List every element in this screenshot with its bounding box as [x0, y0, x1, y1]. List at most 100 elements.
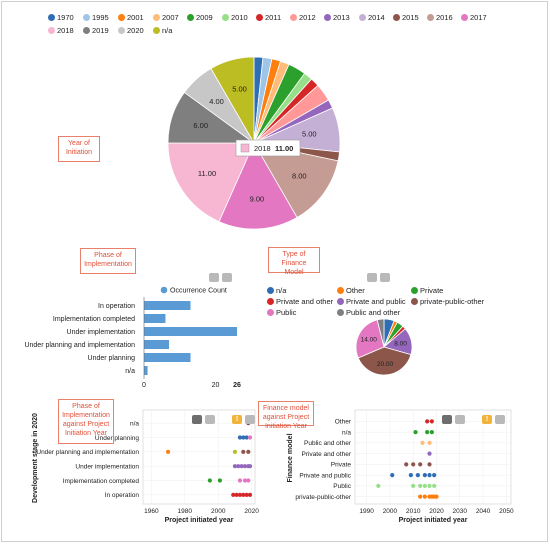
legend-year-2001[interactable]: 2001: [118, 13, 144, 22]
bar-n-a[interactable]: [144, 366, 148, 375]
scatter-point[interactable]: [418, 494, 423, 499]
legend-year-2017[interactable]: 2017: [461, 13, 487, 22]
legend-year-2010[interactable]: 2010: [222, 13, 248, 22]
scatter2-menu-icon[interactable]: [495, 415, 505, 424]
legend-finance-private-and-other[interactable]: Private and other: [267, 297, 333, 306]
scatter-point[interactable]: [390, 473, 395, 478]
legend-finance-private-and-public[interactable]: Private and public: [337, 297, 406, 306]
legend-year-2011[interactable]: 2011: [256, 13, 281, 22]
pie-slice-2018[interactable]: [167, 142, 255, 223]
scatter-point[interactable]: [234, 492, 239, 497]
legend-year-2007[interactable]: 2007: [153, 13, 179, 22]
scatter-point[interactable]: [244, 435, 249, 440]
pie-slice-2016[interactable]: [253, 142, 339, 219]
scatter-point[interactable]: [408, 473, 413, 478]
scatter-point[interactable]: [422, 473, 427, 478]
scatter1-warning-icon[interactable]: !: [232, 415, 242, 424]
bar-in-operation[interactable]: [144, 301, 191, 310]
scatter-point[interactable]: [217, 478, 222, 483]
pie-slice-public[interactable]: [355, 319, 385, 359]
scatter-point[interactable]: [241, 449, 246, 454]
scatter2-move-icon[interactable]: [442, 415, 452, 424]
legend-year-2013[interactable]: 2013: [324, 13, 350, 22]
legend-finance-public-and-other[interactable]: Public and other: [337, 308, 400, 317]
scatter-point[interactable]: [244, 492, 249, 497]
pie-slice-private-public-other[interactable]: [357, 346, 412, 376]
finance-chart-tool-icon[interactable]: [367, 273, 377, 282]
scatter-point[interactable]: [241, 492, 246, 497]
legend-finance-private-public-other[interactable]: private-public-other: [411, 297, 484, 306]
scatter-point[interactable]: [420, 440, 425, 445]
bar-chart-menu-icon[interactable]: [222, 273, 232, 282]
bar-under-planning[interactable]: [144, 353, 191, 362]
legend-year-2020[interactable]: 2020: [118, 26, 144, 35]
scatter1-menu-icon[interactable]: [245, 415, 255, 424]
legend-year-n-a[interactable]: n/a: [153, 26, 172, 35]
scatter-point[interactable]: [165, 449, 171, 454]
pie-slice-public-and-other[interactable]: [376, 318, 385, 348]
bar-under-planning-and-implementation[interactable]: [144, 340, 170, 349]
scatter-point[interactable]: [415, 473, 420, 478]
scatter-point[interactable]: [237, 478, 243, 483]
scatter-point[interactable]: [247, 464, 253, 469]
scatter-point[interactable]: [242, 464, 248, 469]
scatter-point[interactable]: [241, 435, 246, 440]
scatter-point[interactable]: [427, 483, 432, 488]
scatter-point[interactable]: [242, 478, 248, 483]
scatter-point[interactable]: [418, 462, 423, 467]
scatter-point[interactable]: [207, 478, 212, 483]
legend-year-2018[interactable]: 2018: [48, 26, 74, 35]
scatter-point[interactable]: [429, 419, 434, 424]
legend-year-2019[interactable]: 2019: [83, 26, 109, 35]
scatter-point[interactable]: [232, 464, 238, 469]
legend-finance-public[interactable]: Public: [267, 308, 296, 317]
scatter-point[interactable]: [411, 462, 416, 467]
finance-chart-menu-icon[interactable]: [380, 273, 390, 282]
scatter-point[interactable]: [236, 464, 241, 469]
scatter1-move-icon[interactable]: [192, 415, 202, 424]
scatter-point[interactable]: [232, 449, 238, 454]
scatter-point[interactable]: [418, 483, 423, 488]
scatter-point[interactable]: [237, 435, 243, 440]
scatter-point[interactable]: [427, 440, 432, 445]
scatter-point[interactable]: [231, 492, 236, 497]
legend-year-2016[interactable]: 2016: [427, 13, 453, 22]
scatter-point[interactable]: [246, 449, 251, 454]
scatter-point[interactable]: [247, 492, 253, 497]
legend-finance-other[interactable]: Other: [337, 286, 365, 295]
scatter-point[interactable]: [413, 430, 418, 435]
legend-finance-private[interactable]: Private: [411, 286, 443, 295]
legend-year-2014[interactable]: 2014: [359, 13, 385, 22]
scatter-point[interactable]: [425, 430, 430, 435]
bar-implementation-completed[interactable]: [144, 314, 166, 323]
pie-slice-2017[interactable]: [218, 142, 298, 230]
bar-chart-tool-icon[interactable]: [209, 273, 219, 282]
scatter-point[interactable]: [376, 483, 381, 488]
scatter-point[interactable]: [434, 494, 439, 499]
scatter-point[interactable]: [432, 483, 437, 488]
scatter-point[interactable]: [422, 494, 427, 499]
scatter-point[interactable]: [237, 492, 243, 497]
scatter-point[interactable]: [404, 462, 409, 467]
scatter-point[interactable]: [427, 473, 432, 478]
legend-year-1995[interactable]: 1995: [83, 13, 109, 22]
scatter-point[interactable]: [246, 478, 251, 483]
legend-finance-n-a[interactable]: n/a: [267, 286, 286, 295]
scatter-point[interactable]: [425, 419, 430, 424]
scatter-point[interactable]: [422, 483, 427, 488]
legend-year-2009[interactable]: 2009: [187, 13, 213, 22]
legend-year-2012[interactable]: 2012: [290, 13, 316, 22]
legend-year-2015[interactable]: 2015: [393, 13, 419, 22]
scatter-point[interactable]: [427, 462, 432, 467]
scatter-point[interactable]: [427, 451, 432, 456]
scatter1-image-icon[interactable]: [205, 415, 215, 424]
scatter-point[interactable]: [239, 464, 244, 469]
scatter-point[interactable]: [429, 430, 434, 435]
pie-slice-n-a[interactable]: [210, 56, 255, 145]
scatter-point[interactable]: [432, 473, 437, 478]
scatter2-image-icon[interactable]: [455, 415, 465, 424]
bar-under-implementation[interactable]: [144, 327, 237, 336]
scatter-point[interactable]: [411, 483, 416, 488]
scatter2-warning-icon[interactable]: !: [482, 415, 492, 424]
